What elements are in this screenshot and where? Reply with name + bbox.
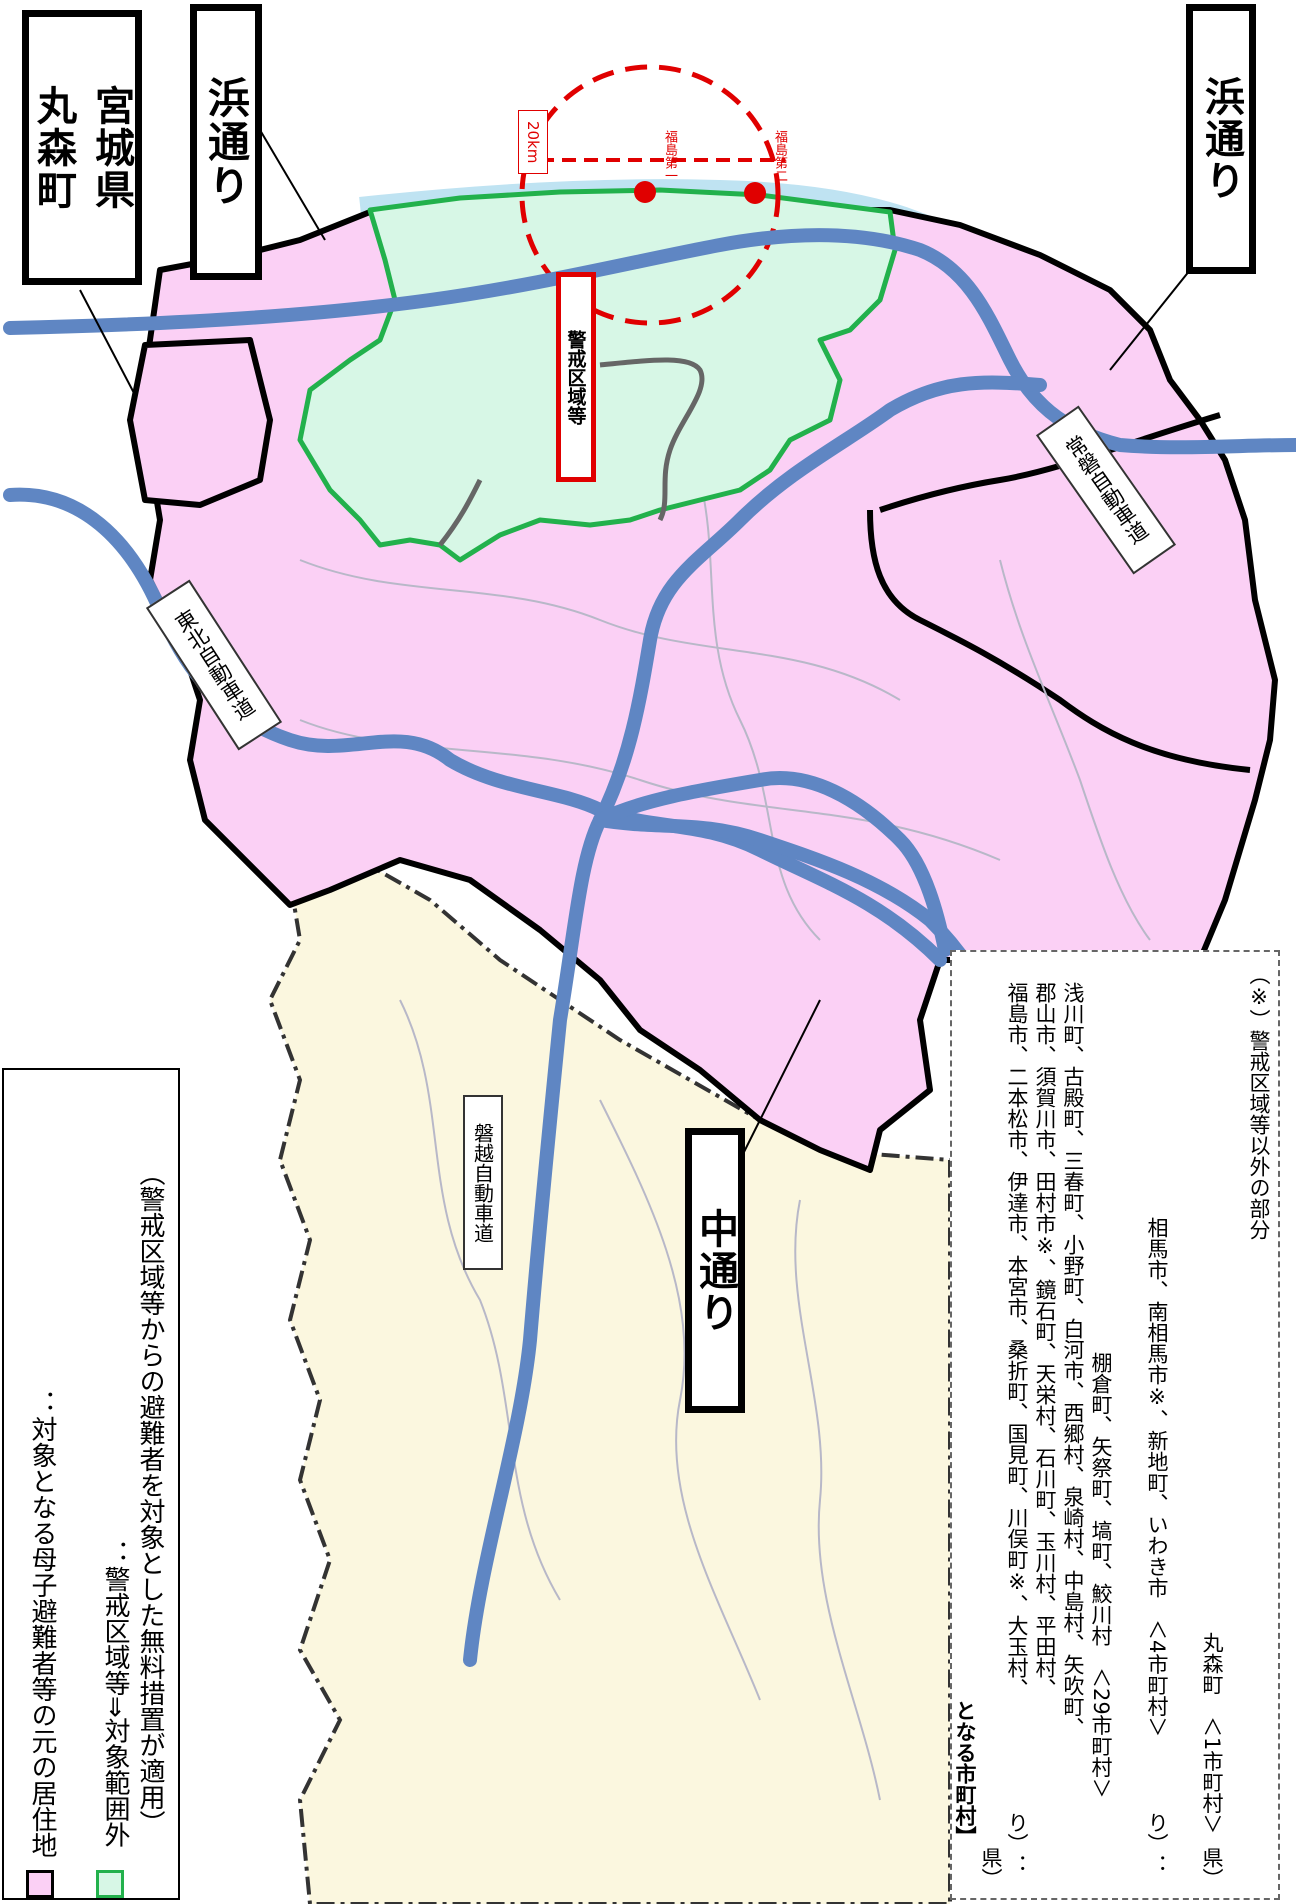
label-hamadori-top: 浜通り	[190, 4, 262, 280]
plant-1-dot	[634, 181, 656, 203]
info-nakadori-line-1: 福島市、二本松市、伊達市、本宮市、桑折町、国見町、川俣町※、大玉村、	[1005, 982, 1029, 1699]
label-plant-2: 福島第二	[772, 130, 787, 182]
info-nakadori-line-3: 浅川町、古殿町、三春町、小野町、白河市、西郷村、泉崎村、中島村、矢吹町、	[1061, 982, 1085, 1738]
region-keikai-green	[297, 187, 898, 563]
radius-20km-circle	[519, 64, 781, 326]
plant-2-dot	[744, 182, 766, 204]
highway-center	[593, 771, 952, 957]
leader-lines	[79, 129, 1191, 1161]
legend-green-swatch	[96, 1870, 124, 1898]
label-keikai-box: 警戒区域等	[556, 272, 596, 482]
legend-box: ：対象となる母子避難者等の元の居住地 ：警戒区域等⇒対象範囲外 （警戒区域等から…	[2, 1068, 180, 1900]
municipality-info-box: となる市町村】 県） り）： 福島市、二本松市、伊達市、本宮市、桑折町、国見町、…	[950, 950, 1280, 1900]
info-note: （※）警戒区域等以外の部分	[1247, 964, 1271, 1240]
label-miyagi-marumori: 宮城県 丸森町	[22, 10, 142, 285]
info-nakadori-prefix: り）：	[1005, 1812, 1029, 1875]
keikai-inner-line	[599, 357, 705, 522]
internal-boundary-1	[879, 412, 1221, 513]
legend-green-text-2: （警戒区域等からの避難者を対象とした無料措置が適用）	[135, 1160, 165, 1836]
info-nakadori-line-4: 棚倉町、矢祭町、塙町、鮫川村 ＜29市町村＞	[1089, 1352, 1113, 1799]
legend-pink-text: ：対象となる母子避難者等の元の居住地	[27, 1390, 57, 1858]
info-heading: となる市町村】	[953, 1700, 977, 1847]
legend-pink-swatch	[26, 1870, 54, 1898]
info-pref: 県）	[979, 1847, 1003, 1889]
label-20km: 20km	[518, 110, 548, 174]
keikai-inner-line-2	[438, 478, 483, 547]
info-miyagi-line: 丸森町 ＜1市町村＞	[1200, 1632, 1224, 1835]
label-plant-1: 福島第一	[662, 130, 677, 182]
info-hamadori-prefix: り）：	[1145, 1812, 1169, 1875]
region-marumori	[127, 337, 273, 508]
info-miyagi-prefix: 県）	[1200, 1847, 1224, 1889]
label-banetsu-expressway: 磐越自動車道	[463, 1095, 503, 1270]
internal-boundary-2	[867, 509, 1251, 773]
label-hamadori-right: 浜通り	[1186, 4, 1256, 274]
info-hamadori-line: 相馬市、南相馬市※、新地町、いわき市 ＜4市町村＞	[1145, 1217, 1169, 1738]
info-nakadori-line-2: 郡山市、須賀川市、田村市※、鏡石町、天栄村、石川町、玉川村、平田村、	[1033, 982, 1057, 1699]
legend-green-text-1: ：警戒区域等⇒対象範囲外	[100, 1540, 130, 1848]
label-nakadori: 中通り	[685, 1128, 745, 1413]
